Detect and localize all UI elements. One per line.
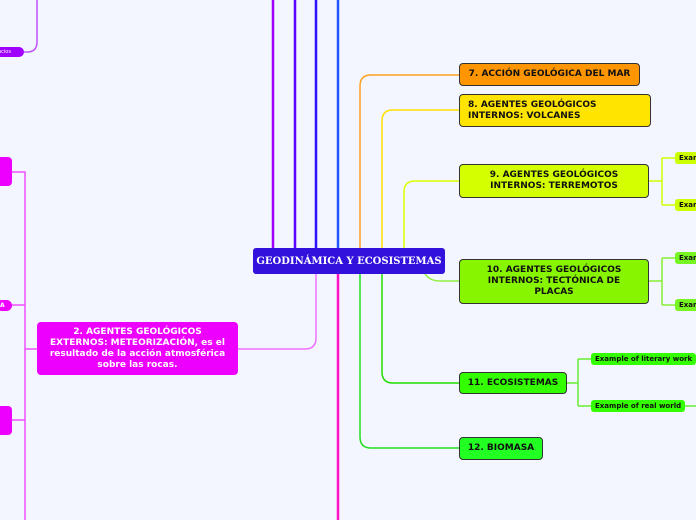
example-node[interactable]: Exam: [675, 152, 696, 164]
example-node[interactable]: Exam: [675, 252, 696, 264]
left-pill-mid[interactable]: A: [0, 300, 12, 311]
node-volcanes[interactable]: 8. AGENTES GEOLÓGICOS INTERNOS: VOLCANES: [459, 94, 651, 127]
example-node[interactable]: Exam: [675, 199, 696, 211]
example-literary-work[interactable]: Example of literary work: [591, 353, 696, 365]
left-node-partial[interactable]: [0, 157, 12, 186]
node-biomasa[interactable]: 12. BIOMASA: [459, 437, 543, 460]
left-node-partial[interactable]: [0, 406, 12, 435]
node-accion-geologica-mar[interactable]: 7. ACCIÓN GEOLÓGICA DEL MAR: [459, 63, 640, 86]
node-meteorizacion[interactable]: 2. AGENTES GEOLÓGICOS EXTERNOS: METEORIZ…: [37, 322, 238, 375]
example-node[interactable]: Exam: [675, 299, 696, 311]
left-pill-top[interactable]: ucios: [0, 47, 24, 57]
node-ecosistemas[interactable]: 11. ECOSISTEMAS: [459, 372, 567, 394]
example-real-world[interactable]: Example of real world: [591, 400, 686, 412]
node-tectonica-placas[interactable]: 10. AGENTES GEOLÓGICOS INTERNOS: TECTÓNI…: [459, 259, 649, 304]
central-topic[interactable]: GEODINÁMICA Y ECOSISTEMAS: [253, 248, 445, 274]
node-terremotos[interactable]: 9. AGENTES GEOLÓGICOS INTERNOS: TERREMOT…: [459, 164, 649, 198]
